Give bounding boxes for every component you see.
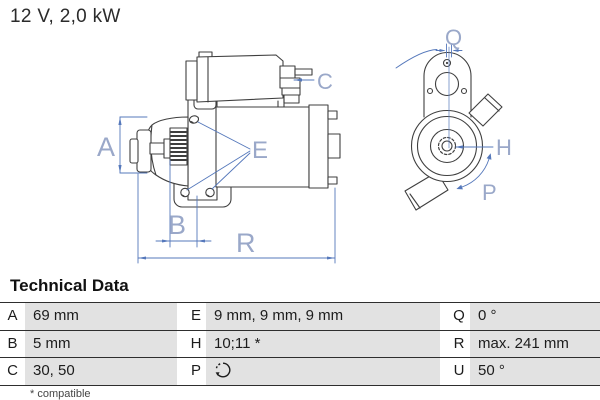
spec-value-cell: 0 ° xyxy=(470,303,600,330)
starter-front-view xyxy=(404,52,503,211)
rotation-label-p: P xyxy=(482,180,497,205)
spec-key-cell: U xyxy=(448,358,470,385)
cell-gap xyxy=(440,303,448,330)
spec-key-cell: E xyxy=(186,303,206,330)
spec-value-cell: 69 mm xyxy=(25,303,177,330)
cell-gap xyxy=(177,303,186,330)
dimension-q-label: Q xyxy=(445,25,462,50)
shaft-hole xyxy=(441,140,453,152)
motor-body xyxy=(215,104,341,189)
spec-key-cell: Q xyxy=(448,303,470,330)
dimension-e-leaders xyxy=(186,121,251,191)
technical-drawing: A B R E C xyxy=(97,25,512,264)
front-view-dimensions: Q H P xyxy=(395,25,512,205)
cell-gap xyxy=(440,330,448,357)
dimension-b-label: B xyxy=(168,210,186,240)
solenoid xyxy=(185,51,313,108)
spec-row: B 5 mm H 10;11 * R max. 241 mm xyxy=(0,329,600,357)
cell-gap xyxy=(177,358,186,385)
spec-value-cell xyxy=(206,358,440,385)
spec-value-cell: 10;11 * xyxy=(206,330,440,357)
cell-gap xyxy=(177,330,186,357)
cell-gap xyxy=(440,358,448,385)
flange-side-hole-right xyxy=(460,87,468,95)
spec-row: C 30, 50 P U 50 ° xyxy=(0,357,600,385)
dimension-r xyxy=(137,173,336,264)
lug-bottom-left xyxy=(404,171,449,211)
dimension-r-label: R xyxy=(236,228,256,258)
page-title: 12 V, 2,0 kW xyxy=(10,6,121,27)
flange-side-hole-left xyxy=(426,87,434,95)
rotation-direction-icon xyxy=(215,362,231,378)
pinion-gear xyxy=(169,127,188,166)
spec-key-cell: R xyxy=(448,330,470,357)
dimension-c xyxy=(293,78,315,82)
dimension-c-label: C xyxy=(317,69,333,94)
dimension-h xyxy=(455,145,494,149)
spec-row: A 69 mm E 9 mm, 9 mm, 9 mm Q 0 ° xyxy=(0,302,600,330)
spec-table: A 69 mm E 9 mm, 9 mm, 9 mm Q 0 ° B 5 mm … xyxy=(0,302,600,386)
rotation-arrow-p xyxy=(456,153,492,190)
dimension-a-label: A xyxy=(97,132,115,162)
side-view-dimensions: A B R E C xyxy=(97,69,336,264)
dimension-e-label: E xyxy=(252,137,268,164)
spec-value-cell: 5 mm xyxy=(25,330,177,357)
lug-top-right xyxy=(468,93,503,127)
starter-side-view xyxy=(129,51,341,208)
spec-value-cell: max. 241 mm xyxy=(470,330,600,357)
compatibility-footnote: * compatible xyxy=(30,388,91,400)
mounting-holes xyxy=(180,115,215,198)
table-heading: Technical Data xyxy=(10,276,129,295)
spec-key-cell: C xyxy=(0,358,25,385)
spec-key-cell: B xyxy=(0,330,25,357)
dimension-b xyxy=(155,159,212,248)
dimension-q xyxy=(395,43,463,69)
spec-key-cell: P xyxy=(186,358,206,385)
spec-key-cell: A xyxy=(0,303,25,330)
spec-value-cell: 30, 50 xyxy=(25,358,177,385)
flange-center-hole xyxy=(434,71,460,97)
spline-ring xyxy=(437,136,457,156)
spec-key-cell: H xyxy=(186,330,206,357)
spec-value-cell: 9 mm, 9 mm, 9 mm xyxy=(206,303,440,330)
spec-value-cell: 50 ° xyxy=(470,358,600,385)
dimension-h-label: H xyxy=(496,135,512,160)
dimension-a xyxy=(118,116,148,174)
